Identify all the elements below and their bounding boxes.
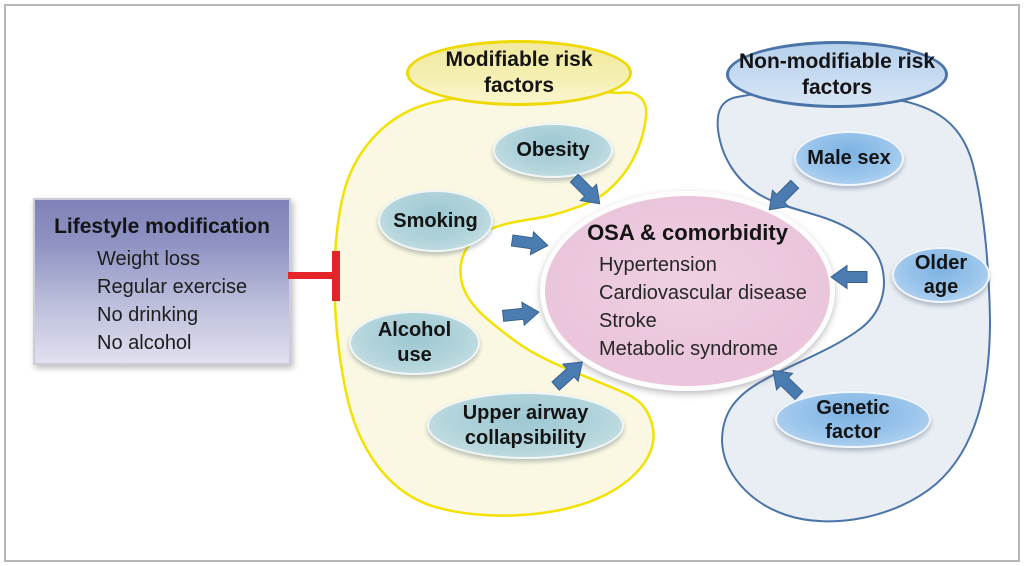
lifestyle-item: Weight loss [97, 248, 201, 270]
comorbidity-item: Cardiovascular disease [599, 282, 807, 304]
osa-comorbidity-title: OSA & comorbidity [587, 220, 788, 245]
genetic-factor-ellipse: Genetic factor [775, 391, 931, 448]
lifestyle-title: Lifestyle modification [54, 215, 270, 238]
lifestyle-item: No drinking [97, 304, 199, 326]
comorbidity-list: Hypertension Cardiovascular disease Stro… [545, 251, 830, 363]
upper-airway-collapsibility-ellipse: Upper airway collapsibility [427, 392, 624, 459]
male-sex-ellipse: Male sex [794, 131, 904, 186]
lifestyle-item: Regular exercise [97, 276, 248, 298]
comorbidity-item: Stroke [599, 310, 657, 332]
alcohol-use-ellipse: Alcohol use [349, 311, 480, 375]
obesity-ellipse: Obesity [493, 123, 613, 178]
modifiable-risk-factors-label: Modifiable risk factors [406, 40, 632, 106]
smoking-ellipse: Smoking [378, 190, 493, 252]
comorbidity-item: Hypertension [599, 254, 717, 276]
comorbidity-item: Metabolic syndrome [599, 338, 778, 360]
non-modifiable-risk-factors-label: Non-modifiable risk factors [726, 41, 948, 108]
older-age-ellipse: Older age [892, 247, 990, 303]
lifestyle-item: No alcohol [97, 332, 192, 354]
osa-comorbidity-ellipse: OSA & comorbidity Hypertension Cardiovas… [540, 191, 835, 391]
lifestyle-modification-box: Lifestyle modification Weight loss Regul… [33, 198, 291, 365]
lifestyle-list: Weight loss Regular exercise No drinking… [97, 245, 289, 357]
